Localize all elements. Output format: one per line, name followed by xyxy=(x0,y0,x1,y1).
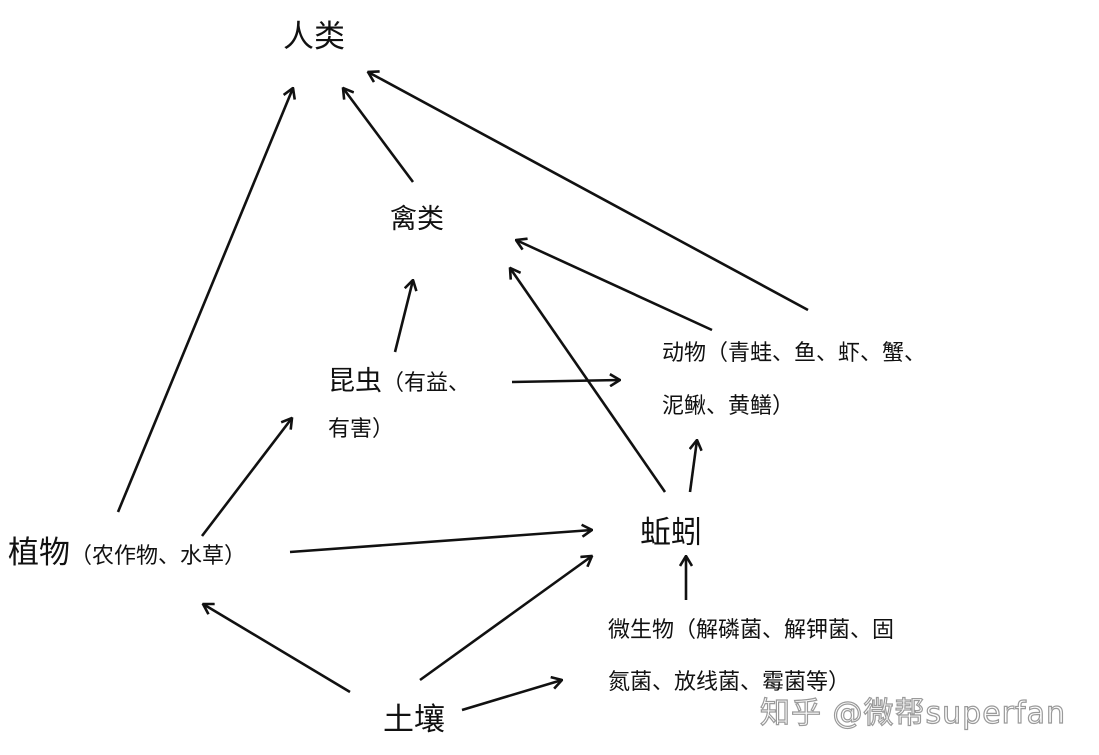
node-insects-label: 昆虫 xyxy=(328,366,382,397)
arrow-plants-to-insects xyxy=(200,418,292,537)
node-earthworm: 蚯蚓 xyxy=(640,515,702,551)
node-animals-line2: 泥鳅、黄鳝） xyxy=(662,394,795,419)
node-insects-detail-line1: （有益、 xyxy=(382,371,471,396)
node-plants: 植物（农作物、水草） xyxy=(8,530,246,577)
arrow-animals-to-humans xyxy=(368,72,809,312)
node-microbes-line2: 氮菌、放线菌、霉菌等） xyxy=(608,670,851,695)
arrow-soil-to-earthworm xyxy=(419,556,592,682)
node-insects-detail-line2: 有害） xyxy=(328,417,395,442)
arrow-insects-to-animals xyxy=(511,380,620,382)
node-animals-line1: 动物（青蛙、鱼、虾、蟹、 xyxy=(662,341,927,366)
node-humans: 人类 xyxy=(283,19,345,55)
node-plants-detail: （农作物、水草） xyxy=(70,544,247,569)
watermark: 知乎 @微帮superfan xyxy=(759,695,1066,731)
node-soil: 土壤 xyxy=(383,702,445,738)
arrow-poultry-to-humans xyxy=(343,88,415,183)
arrow-earthworm-to-animals xyxy=(690,440,697,493)
arrow-plants-to-earthworm xyxy=(289,530,592,554)
node-insects: 昆虫（有益、 xyxy=(328,362,470,403)
arrow-animals-to-poultry xyxy=(516,240,713,332)
arrow-insects-to-poultry xyxy=(393,280,413,353)
node-plants-label: 植物 xyxy=(8,535,70,571)
arrow-soil-to-microbes xyxy=(461,680,562,712)
node-poultry: 禽类 xyxy=(390,204,444,235)
arrow-plants-to-humans xyxy=(116,88,293,513)
node-microbes-line1: 微生物（解磷菌、解钾菌、固 xyxy=(608,618,895,643)
arrow-soil-to-plants xyxy=(203,604,351,694)
